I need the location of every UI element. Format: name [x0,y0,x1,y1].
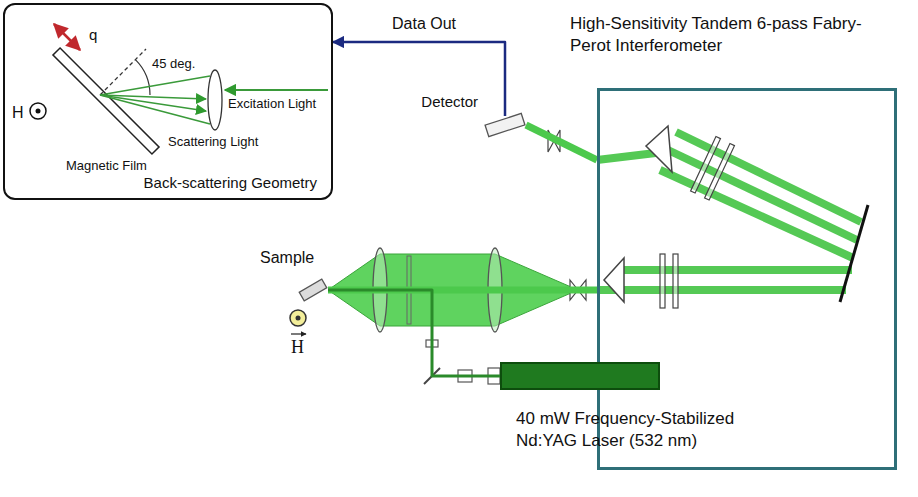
sample-shape [298,282,328,298]
mirror [840,205,868,302]
field-circle [290,310,306,326]
incident-beam [100,95,210,124]
angle-arc [135,60,150,95]
sample: Sample [298,282,328,298]
detector: Detector [484,116,526,134]
detector-shape [484,116,526,134]
etalon-plate [705,144,735,200]
beam [618,266,852,274]
lens [208,70,222,130]
laser: 40 mW Frequency-Stabilized Nd:YAG Laser … [500,362,660,390]
collection-optics [328,130,586,384]
edge-label: Data Out [392,14,456,33]
field-symbol [290,310,306,334]
beam-label: Scattering Light [168,134,258,150]
output-beam [526,125,597,160]
field-dot [296,316,301,321]
field-dot [36,109,41,114]
beam [600,286,846,294]
part-label: High-Sensitivity Tandem 6-pass Fabry-Per… [570,13,890,57]
retroreflector [604,258,624,302]
interferometer-optics [597,126,868,308]
part-label: 40 mW Frequency-Stabilized Nd:YAG Laser … [516,408,766,452]
vector-arrow [291,333,306,334]
excitation-beam [225,89,328,91]
wavevector-label: q [89,26,97,44]
beam [676,132,861,222]
field-symbol [30,103,46,119]
beam [668,150,857,240]
panel-title: Back-scattering Geometry [144,173,317,193]
wavevector-arrow [54,24,80,50]
sample-body [299,279,327,301]
inset-illustration [30,24,328,154]
data-arrow [333,42,505,116]
scattered-beam [100,95,206,111]
angle-label: 45 deg. [152,56,195,72]
etalon-plate [660,254,665,308]
beam-label: Excitation Light [228,96,316,112]
detector-body [485,113,525,136]
field-label: H [291,337,304,359]
retroreflector [646,126,672,172]
part-label: Detector [400,92,478,112]
field-label: H [12,103,24,122]
part-label: Magnetic Film [66,158,147,174]
part-label: Sample [260,248,314,269]
etalon-plate [673,254,678,308]
beam [660,170,853,258]
laser-beam [328,290,500,376]
incident-beam [100,76,210,95]
